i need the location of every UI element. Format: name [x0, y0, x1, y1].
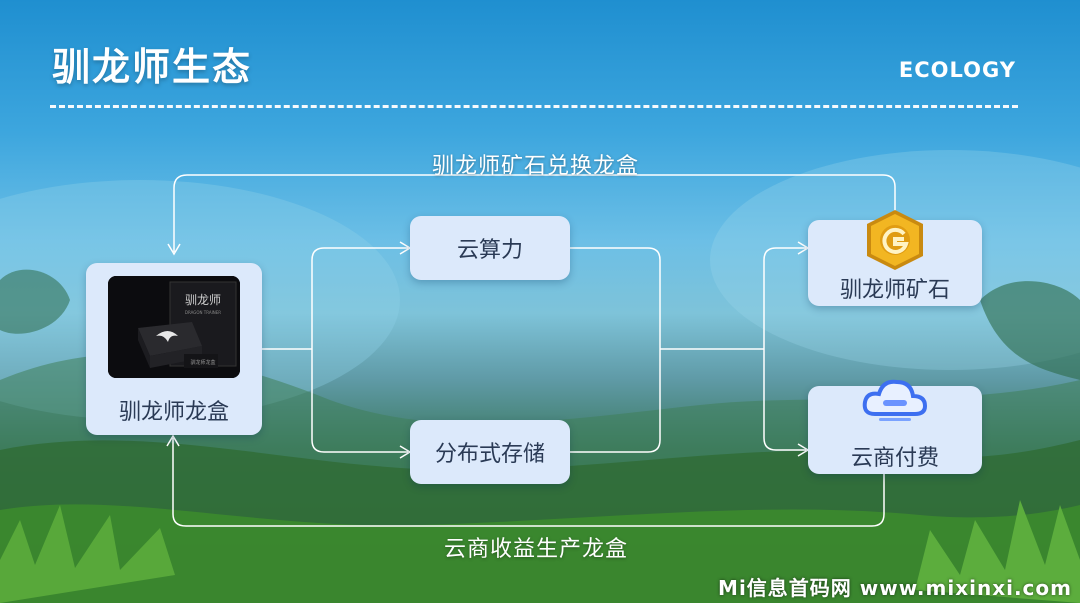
flow-label-top: 驯龙师矿石兑换龙盒 — [432, 154, 640, 179]
split-to-ore-line — [763, 247, 806, 349]
split-to-payment-line — [763, 349, 806, 451]
dragon-box-label: 驯龙师龙盒 — [118, 400, 229, 425]
top-loop-line — [173, 174, 896, 252]
node-cloud-compute[interactable]: 云算力 — [410, 216, 570, 280]
bottom-loop-line — [172, 438, 885, 527]
distributed-storage-label: 分布式存储 — [434, 442, 545, 467]
watermark: Mi信息首码网 www.mixinxi.com — [718, 576, 1072, 600]
page-title: 驯龙师生态 — [52, 45, 253, 89]
bottom-loop-arrowhead — [166, 434, 180, 447]
split-to-compute-line — [311, 247, 408, 349]
storage-to-merge-line — [570, 349, 661, 453]
split-to-storage-line — [311, 349, 408, 453]
dragon-box-photo: 驯龙师 DRAGON TRAINER 驯龙师龙盒 — [108, 276, 240, 378]
flow-label-bottom: 云商收益生产龙盒 — [444, 537, 629, 562]
node-cloud-payment[interactable]: 云商付费 — [808, 379, 982, 474]
top-loop-arrowhead — [167, 243, 181, 256]
photo-brand-sub: DRAGON TRAINER — [185, 310, 221, 315]
cloud-payment-label: 云商付费 — [850, 446, 939, 471]
page-subtitle: ECOLOGY — [898, 58, 1016, 82]
node-distributed-storage[interactable]: 分布式存储 — [410, 420, 570, 484]
title-divider — [50, 105, 1018, 108]
cloud-compute-label: 云算力 — [456, 238, 523, 263]
dragon-box-image: 驯龙师 DRAGON TRAINER 驯龙师龙盒 — [108, 276, 240, 378]
photo-tag-text: 驯龙师龙盒 — [190, 359, 215, 366]
node-ore[interactable]: 驯龙师矿石 — [808, 210, 982, 306]
cloud-icon — [862, 379, 928, 421]
gold-coin-icon — [867, 210, 923, 270]
compute-to-merge-line — [570, 247, 661, 349]
photo-brand-text: 驯龙师 — [185, 293, 221, 307]
node-dragon-box[interactable]: 驯龙师 DRAGON TRAINER 驯龙师龙盒 驯龙师龙盒 — [86, 263, 262, 435]
ore-label: 驯龙师矿石 — [839, 278, 950, 303]
